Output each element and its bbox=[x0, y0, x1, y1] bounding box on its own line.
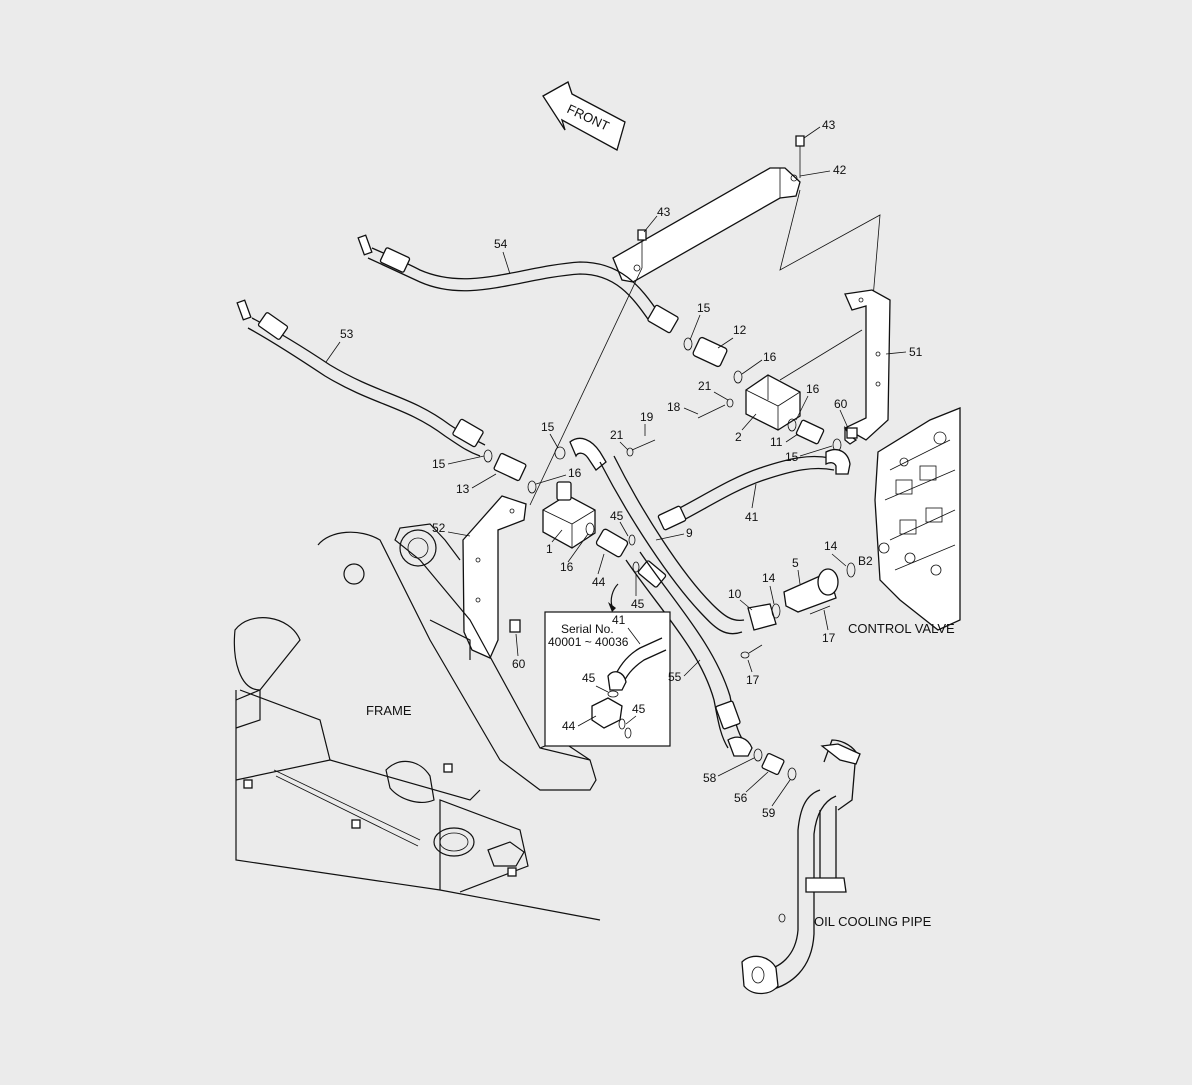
callout: 15 bbox=[432, 457, 446, 471]
callout: 51 bbox=[909, 345, 923, 359]
callout: 45 bbox=[631, 597, 645, 611]
callout: 60 bbox=[512, 657, 526, 671]
callout: 15 bbox=[541, 420, 555, 434]
callout: 16 bbox=[560, 560, 574, 574]
callout: 53 bbox=[340, 327, 354, 341]
callout: 44 bbox=[592, 575, 606, 589]
callout: 42 bbox=[833, 163, 847, 177]
bracket-42 bbox=[612, 135, 805, 283]
frame bbox=[233, 523, 601, 921]
serial-inset: Serial No. 40001 ~ 40036 bbox=[544, 583, 671, 747]
callout: 19 bbox=[640, 410, 654, 424]
callout: 15 bbox=[785, 450, 799, 464]
callout: 5 bbox=[792, 556, 799, 570]
callout: 9 bbox=[686, 526, 693, 540]
callout: 13 bbox=[456, 482, 470, 496]
oil-cooling-pipe-label: OIL COOLING PIPE bbox=[814, 914, 932, 929]
frame-label: FRAME bbox=[366, 703, 412, 718]
hose-55 bbox=[625, 551, 797, 781]
inset-serial-range: 40001 ~ 40036 bbox=[548, 635, 629, 649]
callout: 16 bbox=[806, 382, 820, 396]
callouts: 43 42 43 54 15 12 16 21 18 2 16 60 51 11… bbox=[325, 118, 923, 820]
inset-serial-title: Serial No. bbox=[561, 622, 614, 636]
flanges bbox=[740, 562, 856, 659]
callout: 21 bbox=[698, 379, 712, 393]
oil-cooling-pipe bbox=[741, 739, 861, 995]
callout: 2 bbox=[735, 430, 742, 444]
callout: 21 bbox=[610, 428, 624, 442]
callout: 14 bbox=[824, 539, 838, 553]
callout: 16 bbox=[568, 466, 582, 480]
callout: 17 bbox=[822, 631, 836, 645]
callout: 43 bbox=[822, 118, 836, 132]
hose-53 bbox=[236, 299, 486, 457]
callout: 16 bbox=[763, 350, 777, 364]
hose-41 bbox=[657, 449, 851, 531]
callout: 43 bbox=[657, 205, 671, 219]
control-valve bbox=[874, 407, 961, 631]
hose-54 bbox=[357, 234, 679, 334]
callout: 56 bbox=[734, 791, 748, 805]
area-labels: FRAME CONTROL VALVE OIL COOLING PIPE B2 bbox=[366, 554, 955, 929]
callout: 12 bbox=[733, 323, 747, 337]
control-valve-label: CONTROL VALVE bbox=[848, 621, 955, 636]
leader-lines bbox=[529, 189, 881, 506]
callout: 11 bbox=[770, 435, 783, 449]
callout: 55 bbox=[668, 670, 682, 684]
callout: 15 bbox=[697, 301, 711, 315]
callout: 44 bbox=[562, 719, 576, 733]
callout: 45 bbox=[632, 702, 646, 716]
callout: 17 bbox=[746, 673, 760, 687]
bracket-52 bbox=[462, 495, 527, 659]
front-arrow: FRONT bbox=[542, 81, 626, 151]
bracket-51 bbox=[843, 289, 891, 441]
callout: 45 bbox=[582, 671, 596, 685]
callout: 41 bbox=[612, 613, 626, 627]
callout: 14 bbox=[762, 571, 776, 585]
callout: 18 bbox=[667, 400, 681, 414]
callout: 52 bbox=[432, 521, 446, 535]
callout: 41 bbox=[745, 510, 759, 524]
callout: 54 bbox=[494, 237, 508, 251]
callout: 58 bbox=[703, 771, 717, 785]
callout: 10 bbox=[728, 587, 742, 601]
hose-9 bbox=[569, 437, 745, 635]
callout: 45 bbox=[610, 509, 624, 523]
callout: 59 bbox=[762, 806, 776, 820]
fittings bbox=[483, 336, 858, 573]
port-b2-label: B2 bbox=[858, 554, 873, 568]
callout: 1 bbox=[546, 542, 553, 556]
callout: 60 bbox=[834, 397, 848, 411]
